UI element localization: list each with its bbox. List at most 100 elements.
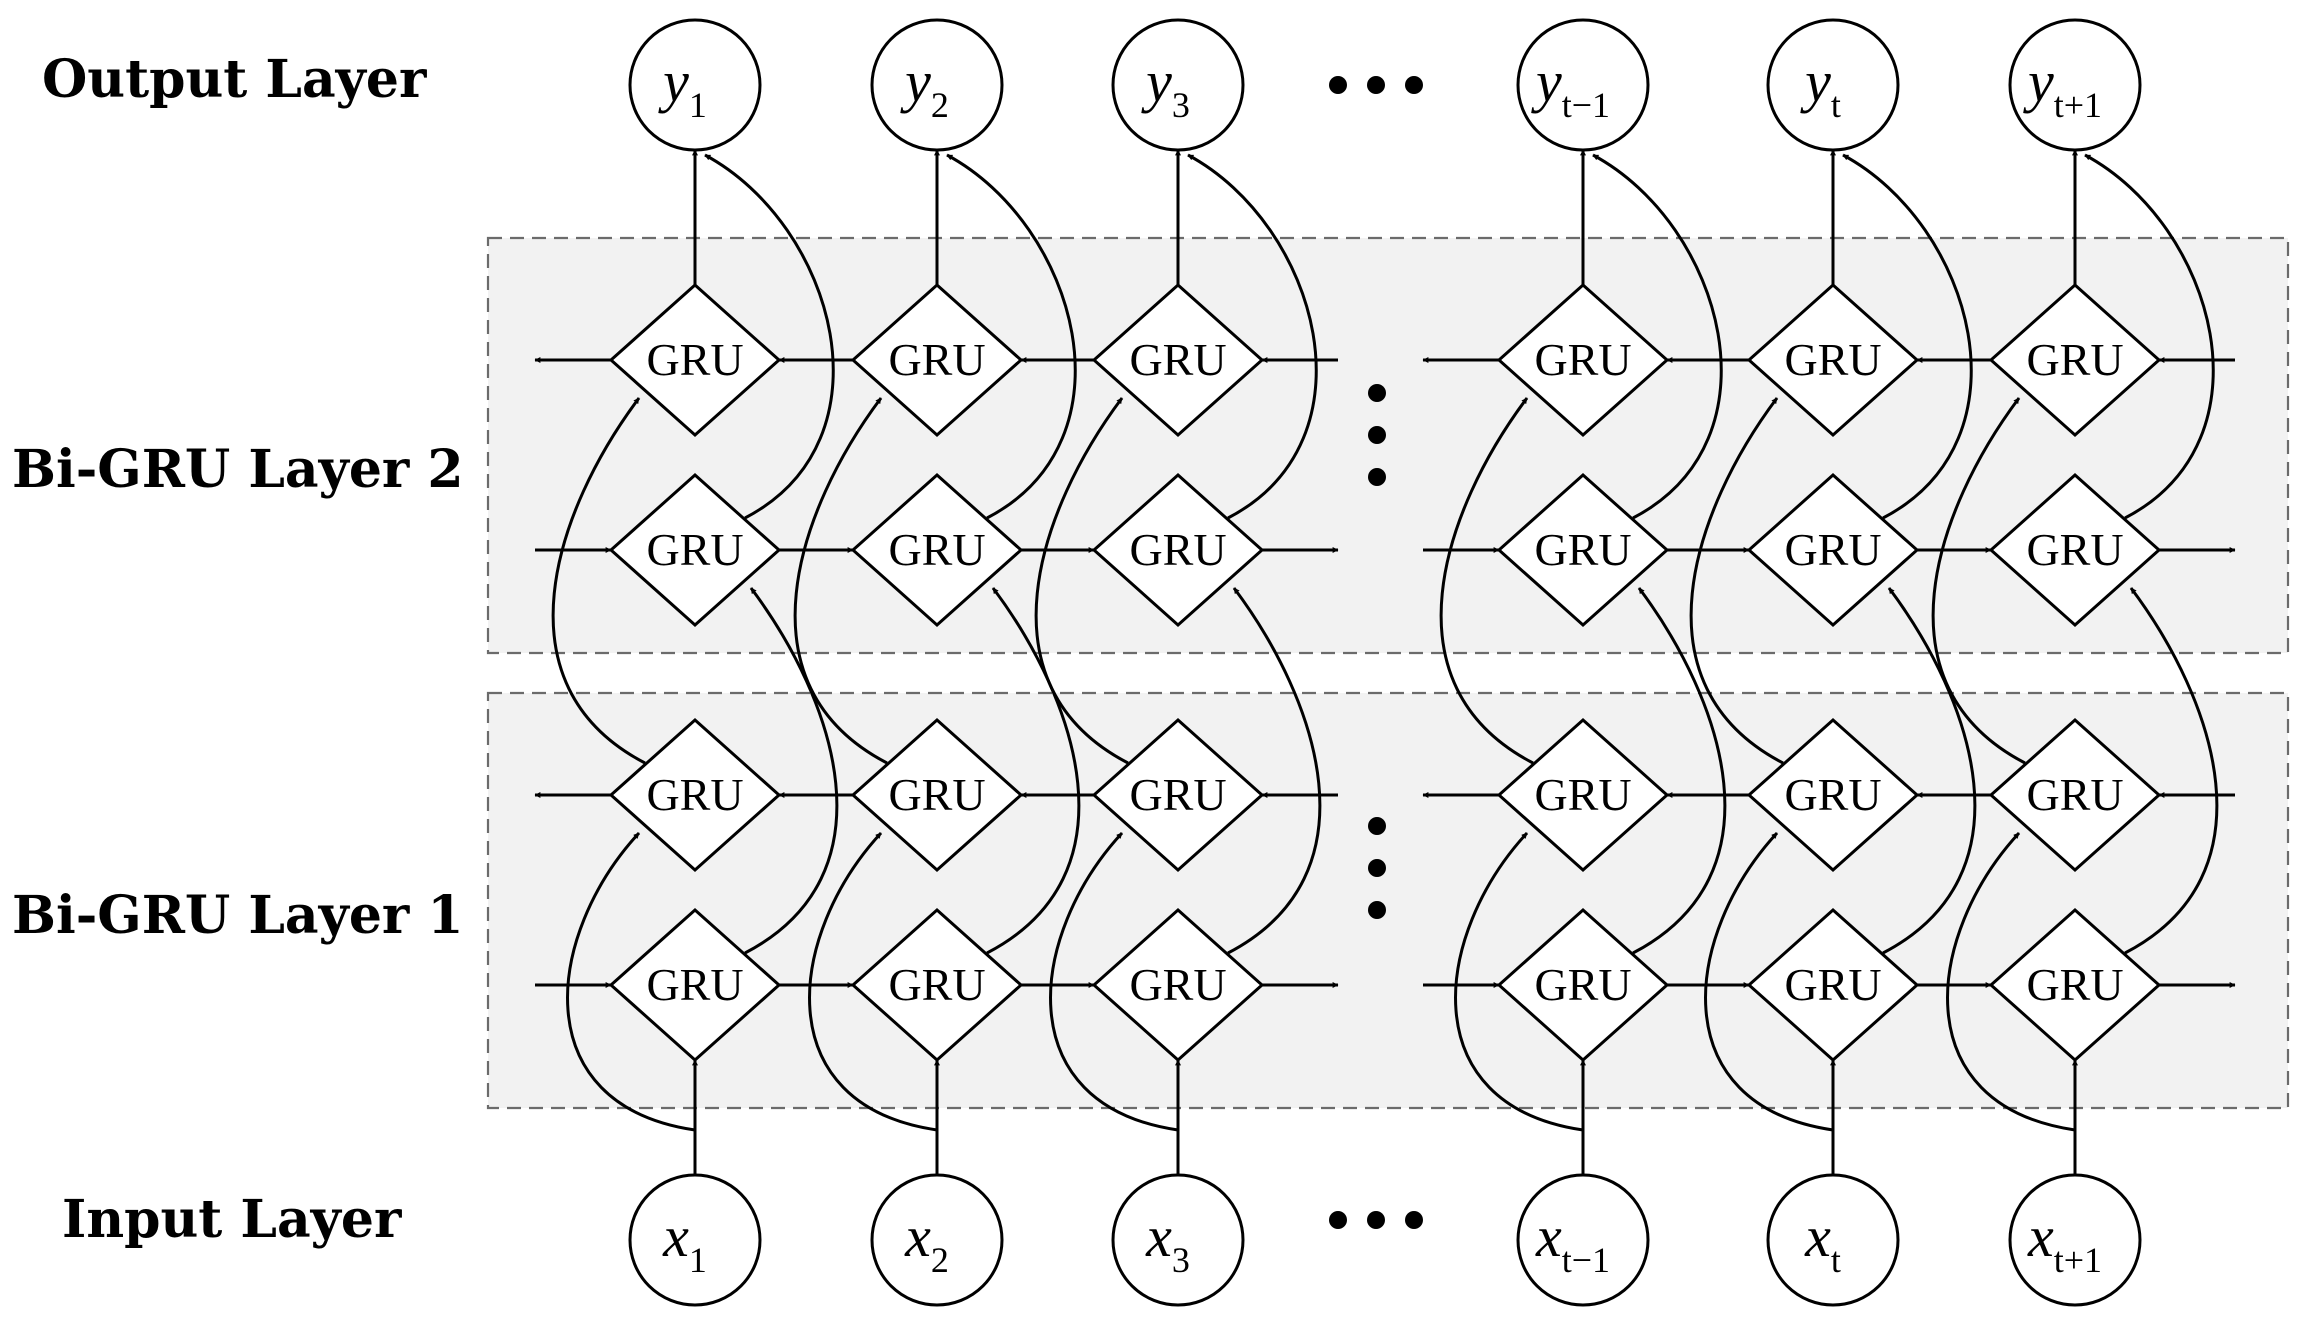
- ellipses: [1329, 76, 1423, 1229]
- ellipsis-dot: [1368, 468, 1386, 486]
- output-node-variable: y: [1141, 49, 1172, 114]
- gru-cell: GRU: [1988, 717, 2162, 873]
- gru-label: GRU: [2026, 959, 2123, 1010]
- input-to-gru-link: [1946, 831, 2076, 1132]
- output-node-label: yt: [1800, 49, 1841, 125]
- gru-cell: GRU: [850, 907, 1024, 1063]
- input-node-label: xt+1: [2027, 1204, 2102, 1280]
- input-node-subscript: t−1: [1562, 1240, 1610, 1280]
- gru-cell: GRU: [1746, 907, 1920, 1063]
- bigru-layer-1-box: [486, 691, 2290, 1110]
- gru-diamond: [608, 472, 782, 628]
- gru-diamond: [1746, 717, 1920, 873]
- gru-diamond: [850, 907, 1024, 1063]
- gru-diamond: [1746, 282, 1920, 438]
- ellipsis-dot: [1329, 76, 1347, 94]
- input-node: x3: [1111, 1173, 1245, 1307]
- gru-diamond: [608, 907, 782, 1063]
- ellipsis-dot: [1367, 76, 1385, 94]
- gru-cell: GRU: [1988, 282, 2162, 438]
- gru-label: GRU: [1534, 959, 1631, 1010]
- input-node-label: x3: [1145, 1204, 1190, 1280]
- bigru-layer-1-label: Bi-GRU Layer 1: [12, 885, 464, 946]
- gru-diamond: [608, 717, 782, 873]
- output-node-subscript: t: [1831, 85, 1841, 125]
- input-node-subscript: 2: [931, 1240, 949, 1280]
- input-node-circle: [870, 1173, 1004, 1307]
- gru-label: GRU: [1129, 959, 1226, 1010]
- input-node-label: xt−1: [1535, 1204, 1610, 1280]
- gru-label: GRU: [1129, 334, 1226, 385]
- layer1-to-layer2-link: [2124, 587, 2219, 955]
- gru-cell: GRU: [1746, 472, 1920, 628]
- gru-label: GRU: [1784, 769, 1881, 820]
- gru-label: GRU: [646, 524, 743, 575]
- gru-label: GRU: [2026, 769, 2123, 820]
- output-node-variable: y: [1531, 49, 1562, 114]
- output-node: y1: [628, 18, 762, 152]
- layer1-to-layer2-link: [744, 587, 839, 955]
- gru-diamond: [1496, 282, 1670, 438]
- output-node-subscript: t+1: [2054, 85, 2102, 125]
- layer1-to-layer2-link: [1439, 397, 1534, 765]
- input-node-label: xt: [1804, 1204, 1841, 1280]
- gru-diamond: [1091, 472, 1265, 628]
- input-node-variable: x: [904, 1204, 931, 1269]
- gru-diamond: [1496, 907, 1670, 1063]
- gru-to-output-link: [2084, 153, 2215, 520]
- gru-diamond: [1496, 472, 1670, 628]
- input-to-gru-link: [808, 831, 938, 1132]
- gru-label: GRU: [1129, 769, 1226, 820]
- gru-diamond: [1746, 472, 1920, 628]
- gru-cell: GRU: [1496, 717, 1670, 873]
- input-node-subscript: 3: [1172, 1240, 1190, 1280]
- output-node-circle: [1516, 18, 1650, 152]
- output-node-label: y1: [658, 49, 707, 125]
- gru-cell: GRU: [1496, 472, 1670, 628]
- bigru-layer-2-label: Bi-GRU Layer 2: [12, 439, 464, 500]
- output-node-subscript: 1: [689, 85, 707, 125]
- output-node-variable: y: [2023, 49, 2054, 114]
- input-node-circle: [2008, 1173, 2142, 1307]
- gru-to-output-link: [1187, 153, 1318, 520]
- input-node-variable: x: [662, 1204, 689, 1269]
- input-node-circle: [1111, 1173, 1245, 1307]
- gru-cell: GRU: [1091, 907, 1265, 1063]
- gru-diamond: [1091, 282, 1265, 438]
- gru-cell: GRU: [1746, 282, 1920, 438]
- gru-diamond: [850, 717, 1024, 873]
- gru-label: GRU: [2026, 524, 2123, 575]
- ellipsis-dot: [1368, 859, 1386, 877]
- layer1-to-layer2-link: [1034, 397, 1129, 765]
- ellipsis-dot: [1368, 817, 1386, 835]
- layer1-to-layer2-link: [1931, 397, 2026, 765]
- gru-diamond: [850, 282, 1024, 438]
- layer1-to-layer2-link: [1689, 397, 1784, 765]
- gru-cell: GRU: [1091, 472, 1265, 628]
- gru-diamond: [1988, 472, 2162, 628]
- output-node-subscript: 2: [931, 85, 949, 125]
- input-layer-label: Input Layer: [62, 1189, 402, 1250]
- output-node-label: y3: [1141, 49, 1190, 125]
- gru-label: GRU: [1784, 334, 1881, 385]
- gru-cell: GRU: [608, 282, 782, 438]
- input-node-variable: x: [1145, 1204, 1172, 1269]
- gru-to-output-link: [946, 153, 1077, 520]
- layer1-to-layer2-link: [986, 587, 1081, 955]
- input-node: x2: [870, 1173, 1004, 1307]
- output-layer-label: Output Layer: [42, 49, 427, 110]
- output-node-variable: y: [658, 49, 689, 114]
- input-node: xt: [1766, 1173, 1900, 1307]
- gru-label: GRU: [646, 334, 743, 385]
- gru-cell: GRU: [1988, 472, 2162, 628]
- input-node-variable: x: [1535, 1204, 1562, 1269]
- gru-diamond: [608, 282, 782, 438]
- gru-diamond: [1091, 717, 1265, 873]
- layer1-to-layer2-link: [1632, 587, 1727, 955]
- gru-diamond: [1746, 907, 1920, 1063]
- output-node-circle: [2008, 18, 2142, 152]
- gru-diamond: [1496, 717, 1670, 873]
- input-node-circle: [1766, 1173, 1900, 1307]
- output-node-variable: y: [1800, 49, 1831, 114]
